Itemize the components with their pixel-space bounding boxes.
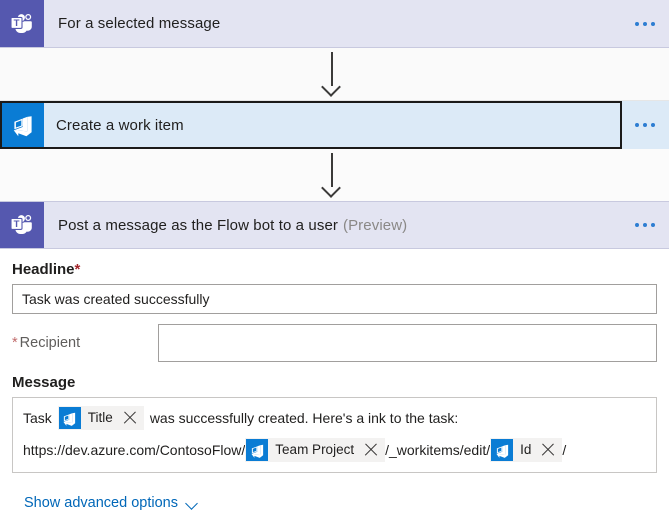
message-input[interactable]: Task Title was successfully <box>12 397 657 473</box>
message-url-middle: /_workitems/edit/ <box>385 442 491 458</box>
headline-label: Headline* <box>12 261 657 278</box>
dot <box>651 123 655 127</box>
recipient-row: *Recipient <box>12 324 657 362</box>
flow-step-title: Create a work item <box>44 103 620 147</box>
preview-badge: (Preview) <box>342 216 408 234</box>
required-asterisk: * <box>12 335 18 351</box>
flow-step-post-message[interactable]: T Post a message as the Flow bot to a us… <box>0 201 669 249</box>
flow-step-title: For a selected message <box>44 0 621 47</box>
dot <box>643 223 647 227</box>
required-asterisk: * <box>74 261 81 278</box>
overflow-menu-create-work-item[interactable] <box>621 101 669 149</box>
token-label: Id <box>520 442 532 457</box>
close-icon[interactable] <box>120 408 140 428</box>
azure-devops-icon <box>2 103 44 147</box>
flow-step-create-work-item-row: Create a work item <box>0 101 669 149</box>
message-text-suffix: was successfully created. Here's a ink t… <box>149 410 459 426</box>
recipient-label-text: Recipient <box>19 335 81 351</box>
dot <box>643 123 647 127</box>
connector-arrow-1 <box>0 48 669 101</box>
chevron-down-icon <box>187 498 198 509</box>
token-title[interactable]: Title <box>57 406 144 430</box>
dot <box>635 21 639 26</box>
dot <box>643 21 647 26</box>
message-line-2: https://dev.azure.com/ContosoFlow/ Team … <box>23 437 646 463</box>
token-team-project[interactable]: Team Project <box>245 438 386 462</box>
flow-step-title: Post a message as the Flow bot to a user… <box>44 202 621 248</box>
azure-devops-icon <box>491 439 514 461</box>
connector-arrow-2 <box>0 149 669 201</box>
show-advanced-options-label: Show advanced options <box>24 495 178 511</box>
svg-text:T: T <box>14 219 20 230</box>
flow-step-trigger[interactable]: T For a selected message <box>0 0 669 48</box>
arrow-down-icon <box>331 52 333 86</box>
teams-icon: T <box>0 202 44 248</box>
overflow-menu-post-message[interactable] <box>621 202 669 248</box>
token-id[interactable]: Id <box>490 438 563 462</box>
flow-step-create-work-item[interactable]: Create a work item <box>0 101 622 149</box>
headline-label-text: Headline <box>12 261 75 278</box>
token-label: Title <box>87 410 113 425</box>
arrow-down-icon <box>331 153 333 187</box>
flow-step-title-text: Post a message as the Flow bot to a user <box>58 216 338 234</box>
dot <box>651 223 655 227</box>
dot <box>635 223 639 227</box>
headline-input[interactable]: Task was created successfully <box>12 284 657 314</box>
message-label: Message <box>12 374 657 391</box>
show-advanced-options-link[interactable]: Show advanced options <box>24 495 198 511</box>
teams-icon: T <box>0 0 44 47</box>
message-url-suffix: / <box>562 442 567 458</box>
dot <box>635 123 639 127</box>
post-message-form: Headline* Task was created successfully … <box>0 261 669 511</box>
svg-text:T: T <box>14 18 20 29</box>
close-icon[interactable] <box>361 440 381 460</box>
message-label-text: Message <box>12 374 76 391</box>
message-line-1: Task Title was successfully <box>23 405 646 431</box>
dot <box>651 21 655 26</box>
flow-step-title-text: Create a work item <box>56 116 184 134</box>
recipient-input[interactable] <box>158 324 657 362</box>
message-url-prefix: https://dev.azure.com/ContosoFlow/ <box>23 442 246 458</box>
message-text-prefix: Task <box>23 410 52 426</box>
azure-devops-icon <box>58 407 81 429</box>
overflow-menu-trigger[interactable] <box>621 0 669 47</box>
flow-step-title-text: For a selected message <box>58 15 221 32</box>
headline-input-value: Task was created successfully <box>22 291 210 307</box>
recipient-label: *Recipient <box>12 335 158 351</box>
token-label: Team Project <box>275 442 355 457</box>
azure-devops-icon <box>246 439 269 461</box>
close-icon[interactable] <box>538 440 558 460</box>
